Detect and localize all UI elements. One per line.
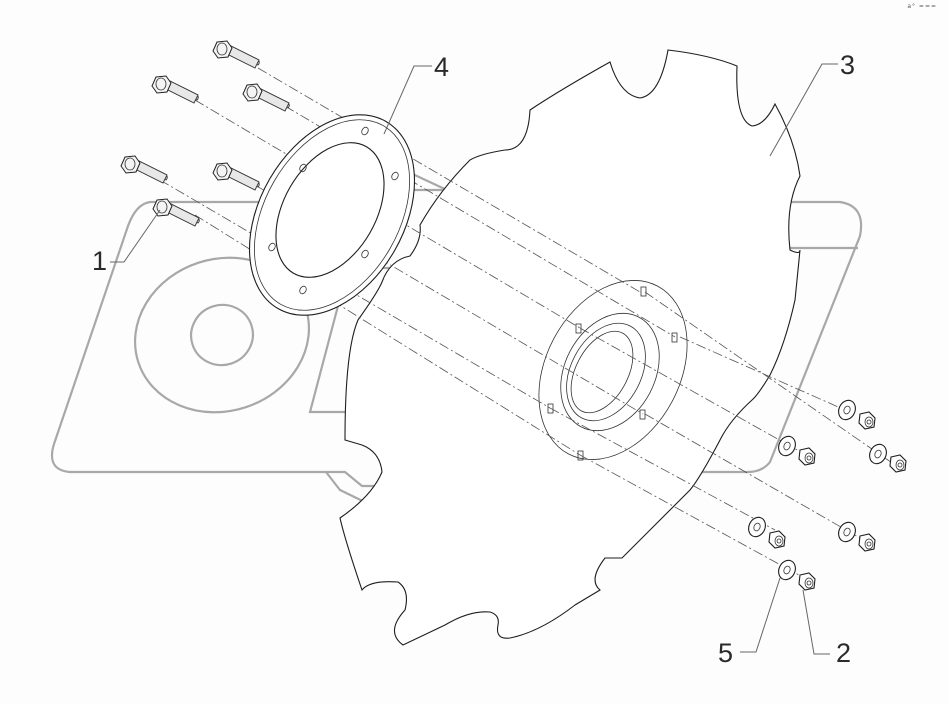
washer <box>744 514 770 540</box>
nut <box>768 530 786 549</box>
bolt <box>151 75 199 104</box>
disc-hub <box>538 280 688 461</box>
corner-mark: a° === <box>907 3 937 10</box>
hub-bolt-slots <box>547 286 678 461</box>
leader-3 <box>769 63 838 157</box>
leader-lines <box>110 63 838 655</box>
disc-blade <box>339 49 801 646</box>
nut <box>858 411 876 430</box>
bolt <box>120 155 168 184</box>
callout-3: 3 <box>840 50 856 80</box>
callout-2: 2 <box>836 638 852 668</box>
nut <box>889 454 907 473</box>
washer <box>834 397 860 423</box>
callout-5: 5 <box>718 638 734 668</box>
nut <box>798 447 816 466</box>
flange-ring <box>248 114 416 316</box>
washer <box>774 557 800 583</box>
bolt <box>242 83 290 112</box>
washer <box>834 519 860 545</box>
bolt <box>212 40 260 69</box>
nut <box>858 533 876 552</box>
bolt <box>212 162 260 191</box>
leader-4 <box>383 65 432 135</box>
flange-holes <box>268 126 399 295</box>
callout-1: 1 <box>92 246 108 276</box>
nut <box>798 572 816 591</box>
leader-2 <box>802 589 830 655</box>
callout-4: 4 <box>434 52 450 82</box>
washer <box>865 441 891 467</box>
leader-1 <box>110 209 161 263</box>
leader-5 <box>740 577 781 653</box>
